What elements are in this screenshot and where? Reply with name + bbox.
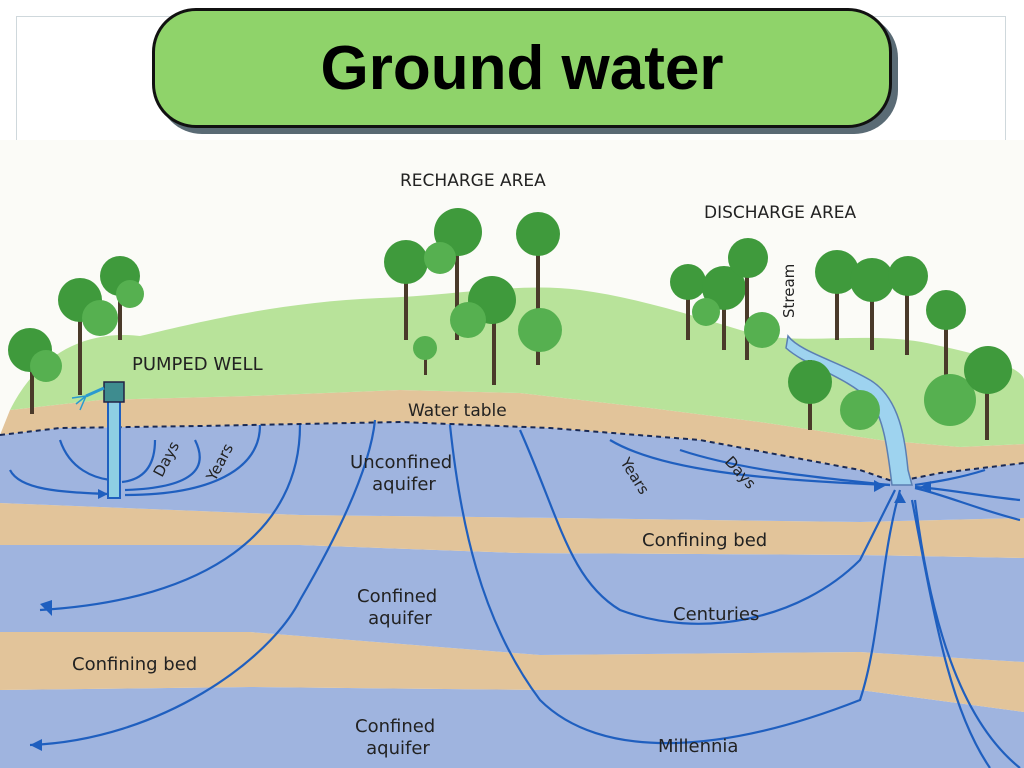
flow-line (29, 419, 377, 747)
flow-line (448, 424, 902, 745)
flow-line (58, 439, 111, 482)
label-confined-lower-line1: Confined (355, 716, 435, 737)
flow-arrow (894, 492, 906, 503)
tree (964, 346, 1012, 440)
flow-line (124, 424, 262, 497)
flow-line (39, 424, 302, 612)
label-confined-aquifer-upper: Confined aquifer (357, 586, 443, 629)
flow-line (124, 439, 201, 492)
label-confining-bed-upper: Confining bed (642, 530, 767, 551)
label-centuries: Centuries (673, 604, 759, 625)
tree (840, 258, 894, 430)
flow-line (910, 499, 991, 768)
unsaturated-zone (0, 390, 1024, 482)
well-water-spray (71, 395, 87, 411)
tree (100, 256, 144, 340)
tree (58, 278, 118, 395)
label-confined-aquifer-lower: Confined aquifer (355, 716, 441, 759)
flow-arrow (920, 481, 931, 493)
label-confined-lower-line2: aquifer (366, 738, 430, 759)
flow-line (121, 439, 157, 484)
tree (450, 276, 516, 385)
tree (728, 238, 780, 360)
confined-aquifer-upper-layer (0, 545, 1024, 662)
label-confined-upper-line2: aquifer (368, 608, 432, 629)
label-stream: Stream (780, 264, 798, 318)
label-unconfined-aquifer: Unconfined aquifer (350, 452, 458, 495)
page-title: Ground water (320, 33, 724, 103)
flow-line (914, 486, 1021, 522)
tree (8, 328, 62, 414)
water-table-line (0, 420, 1024, 484)
tree (692, 266, 746, 350)
flow-line (9, 469, 109, 496)
tree (424, 208, 482, 340)
well-pump (103, 381, 125, 403)
hill-surface (10, 287, 1024, 447)
trees (8, 208, 1012, 440)
confining-bed-upper-layer (0, 503, 1024, 558)
tree (670, 264, 706, 340)
flow-arrow (30, 739, 42, 751)
flow-arrow (40, 600, 52, 616)
label-discharge-area: DISCHARGE AREA (704, 203, 856, 223)
confined-aquifer-lower-layer (0, 687, 1024, 768)
flow-arrow (874, 480, 885, 492)
label-confining-bed-lower: Confining bed (72, 654, 197, 675)
tree (815, 250, 859, 340)
well-casing (107, 399, 121, 499)
flow-line (518, 429, 896, 625)
tree (888, 256, 928, 355)
tree (788, 360, 832, 430)
tree (924, 290, 976, 426)
stream-channel (785, 334, 913, 486)
flow-line (679, 448, 891, 487)
tree (413, 336, 437, 375)
confining-bed-lower-layer (0, 632, 1024, 712)
label-millennia: Millennia (658, 736, 738, 757)
flow-arrows (30, 480, 931, 751)
label-confined-upper-line1: Confined (357, 586, 437, 607)
pumped-well (71, 381, 125, 499)
tree (384, 240, 428, 340)
title-banner: Ground water (152, 8, 892, 128)
label-unconfined-line2: aquifer (372, 474, 436, 495)
flow-line (914, 468, 986, 487)
label-pumped-well: PUMPED WELL (132, 354, 263, 375)
label-unconfined-line1: Unconfined (350, 452, 452, 473)
well-spout (85, 386, 105, 398)
flow-line (609, 439, 891, 487)
tree (516, 212, 562, 365)
flow-lines (9, 419, 1021, 768)
label-recharge-area: RECHARGE AREA (400, 171, 546, 191)
flow-arrow (98, 489, 108, 499)
label-water-table: Water table (408, 401, 507, 421)
